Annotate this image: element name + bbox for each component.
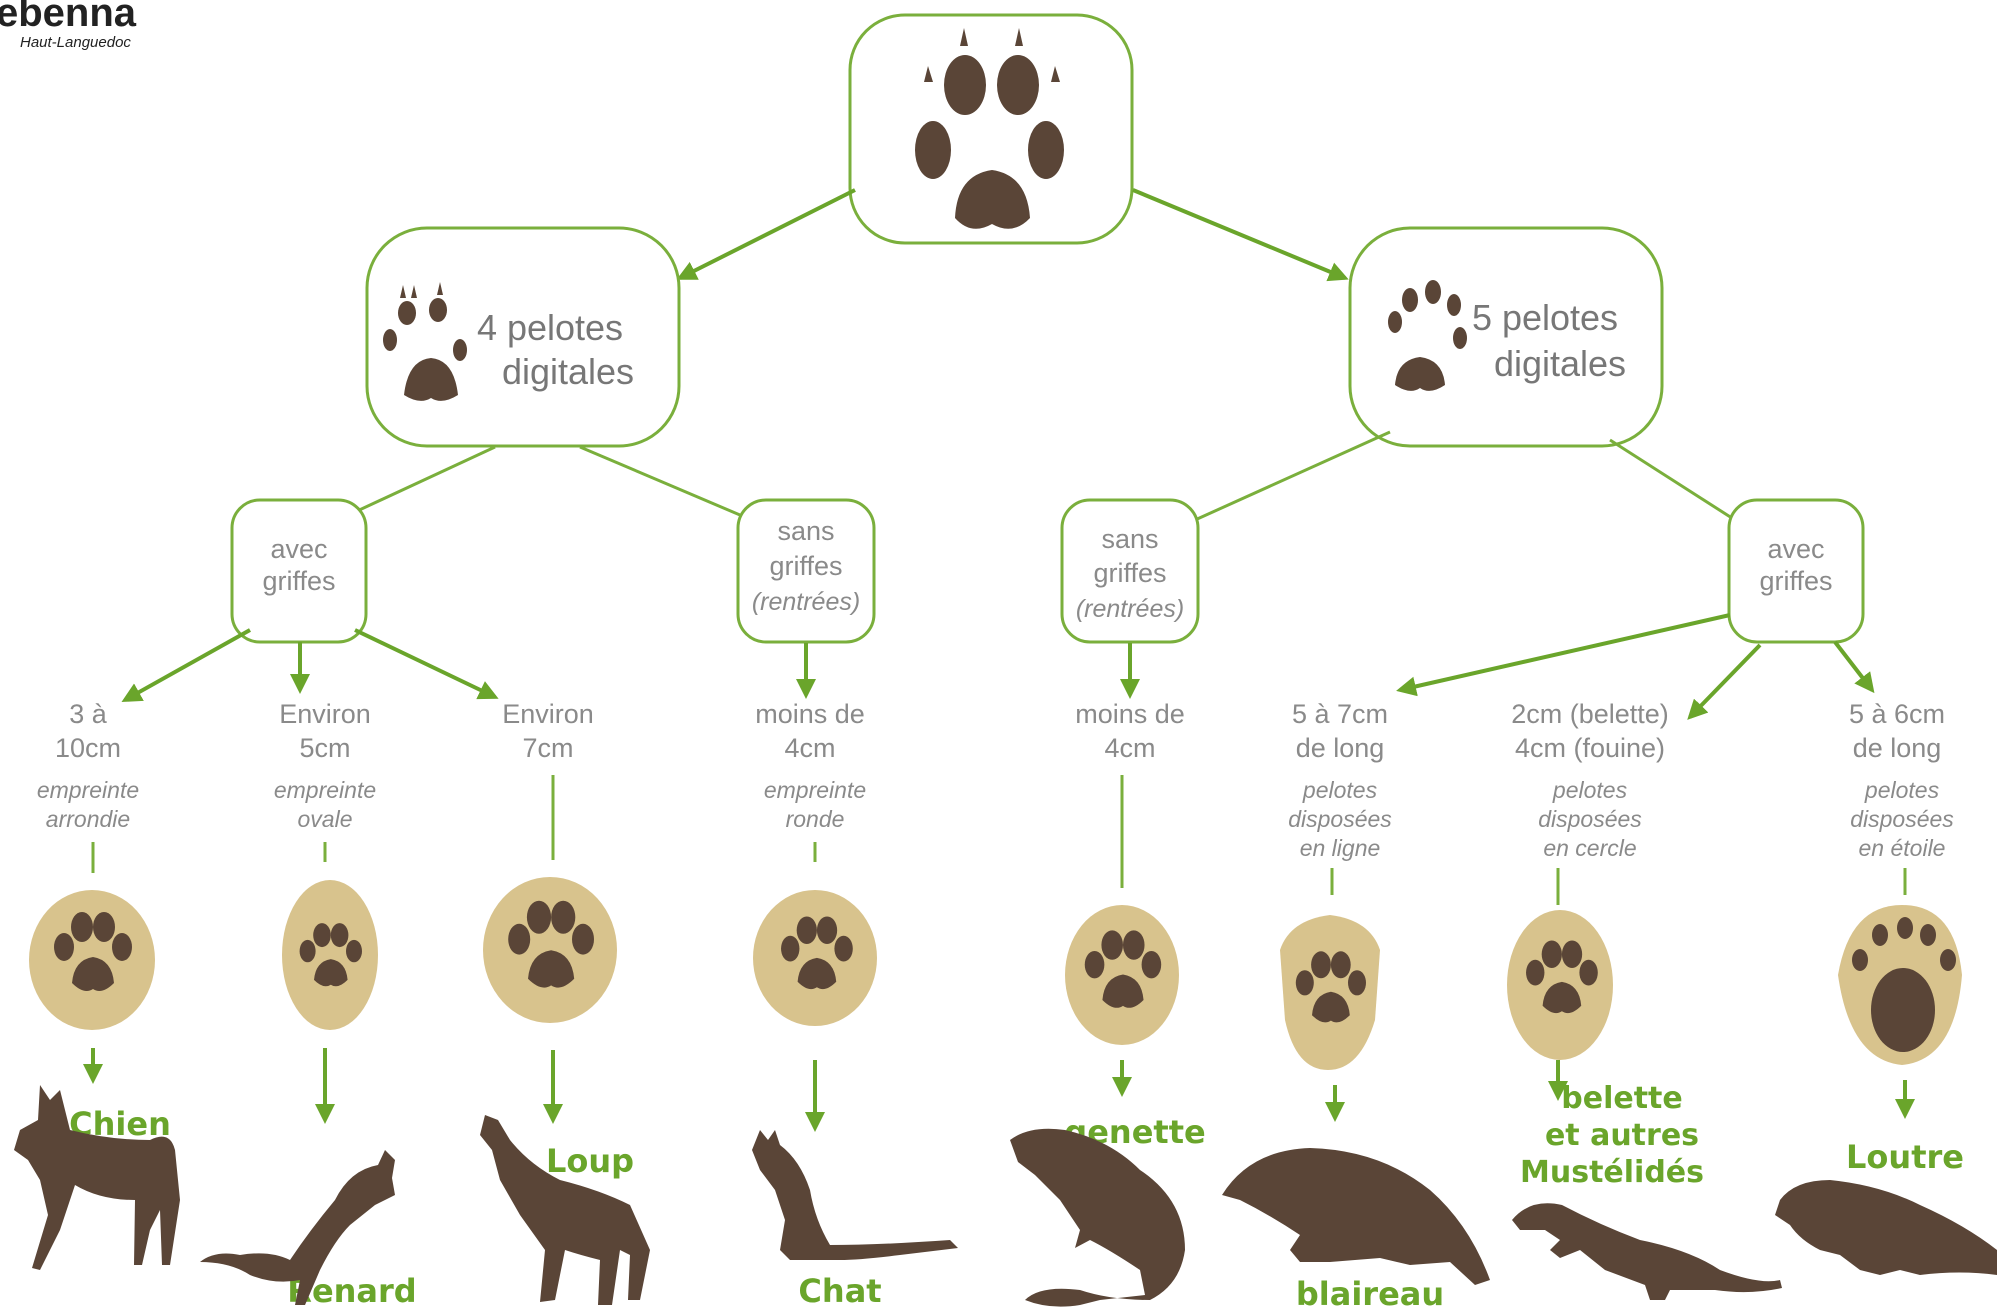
animal-name: et autres bbox=[1545, 1118, 1699, 1153]
paw-print-icon bbox=[282, 880, 378, 1030]
leaf-genette: moins de 4cm genette bbox=[1010, 699, 1206, 1307]
desc-label: empreinte bbox=[274, 777, 376, 803]
node-label: (rentrées) bbox=[1076, 595, 1184, 623]
node-label: avec bbox=[1767, 534, 1824, 564]
desc-label: disposées bbox=[1538, 806, 1642, 832]
desc-label: en étoile bbox=[1859, 835, 1946, 861]
connector bbox=[1609, 438, 1736, 522]
cat-silhouette bbox=[752, 1130, 958, 1260]
leaf-chat: moins de 4cm empreinte ronde Chat bbox=[752, 699, 958, 1310]
node-avec-griffes-left: avec griffes bbox=[230, 498, 368, 644]
size-label: 7cm bbox=[522, 733, 573, 763]
paw-print-icon bbox=[483, 877, 617, 1023]
desc-label: disposées bbox=[1850, 806, 1954, 832]
genet-silhouette bbox=[1010, 1128, 1185, 1307]
connector bbox=[579, 445, 741, 517]
paw-print-icon bbox=[915, 28, 1064, 229]
desc-label: pelotes bbox=[1302, 777, 1378, 803]
fox-silhouette bbox=[200, 1150, 395, 1305]
node-4-pelotes: 4 pelotes digitales bbox=[365, 226, 681, 448]
leaf-belette: 2cm (belette) 4cm (fouine) pelotes dispo… bbox=[1507, 699, 1782, 1300]
size-label: 3 à bbox=[69, 699, 108, 729]
animal-name: Loup bbox=[546, 1142, 634, 1180]
paw-print-icon bbox=[753, 890, 877, 1026]
node-label: avec bbox=[270, 534, 327, 564]
animal-name: Chat bbox=[798, 1272, 881, 1310]
animal-name: Mustélidés bbox=[1520, 1155, 1704, 1190]
leaf-loup: Environ 7cm Loup bbox=[480, 699, 650, 1305]
logo: ebenna Haut-Languedoc bbox=[0, 0, 137, 51]
node-label: sans bbox=[777, 516, 834, 546]
size-label: moins de bbox=[1075, 699, 1185, 729]
size-label: 5 à 6cm bbox=[1849, 699, 1945, 729]
node-label: digitales bbox=[1494, 343, 1626, 384]
dog-silhouette bbox=[14, 1085, 180, 1270]
arrow-to-5-pelotes bbox=[1132, 188, 1349, 282]
arrow bbox=[354, 628, 499, 700]
size-label: 4cm bbox=[1104, 733, 1155, 763]
node-label: (rentrées) bbox=[752, 588, 860, 616]
desc-label: ronde bbox=[786, 806, 845, 832]
node-label: griffes bbox=[1759, 566, 1832, 596]
connector bbox=[354, 445, 496, 514]
desc-label: en ligne bbox=[1300, 835, 1381, 861]
node-label: griffes bbox=[1093, 558, 1166, 588]
animal-name: Loutre bbox=[1846, 1138, 1964, 1176]
node-label: griffes bbox=[769, 551, 842, 581]
size-label: 5 à 7cm bbox=[1292, 699, 1388, 729]
desc-label: en cercle bbox=[1543, 835, 1636, 861]
desc-label: empreinte bbox=[37, 777, 139, 803]
animal-name: blaireau bbox=[1296, 1275, 1444, 1312]
node-label: 5 pelotes bbox=[1472, 297, 1618, 338]
node-sans-griffes-left: sans griffes (rentrées) bbox=[736, 498, 876, 644]
root-node bbox=[848, 13, 1134, 245]
desc-label: pelotes bbox=[1864, 777, 1940, 803]
size-label: 4cm bbox=[784, 733, 835, 763]
size-label: 5cm bbox=[299, 733, 350, 763]
desc-label: empreinte bbox=[764, 777, 866, 803]
connector bbox=[1194, 430, 1391, 522]
size-label: de long bbox=[1853, 733, 1942, 763]
leaf-chien: 3 à 10cm empreinte arrondie Chien bbox=[14, 699, 180, 1270]
size-label: Environ bbox=[279, 699, 371, 729]
wolf-silhouette bbox=[480, 1115, 650, 1305]
node-5-pelotes: 5 pelotes digitales bbox=[1348, 226, 1664, 448]
size-label: 2cm (belette) bbox=[1511, 699, 1669, 729]
node-sans-griffes-right: sans griffes (rentrées) bbox=[1060, 498, 1200, 644]
size-label: moins de bbox=[755, 699, 865, 729]
node-label: griffes bbox=[262, 566, 335, 596]
desc-label: pelotes bbox=[1552, 777, 1628, 803]
size-label: de long bbox=[1296, 733, 1385, 763]
arrow bbox=[1687, 643, 1762, 720]
node-label: digitales bbox=[502, 351, 634, 392]
arrow bbox=[1833, 640, 1875, 694]
paw-print-icon bbox=[1388, 280, 1467, 391]
logo-subtitle: Haut-Languedoc bbox=[20, 34, 131, 51]
weasel-silhouette bbox=[1512, 1203, 1782, 1300]
arrow-to-4-pelotes bbox=[676, 188, 856, 280]
arrow bbox=[1396, 613, 1731, 697]
logo-name: ebenna bbox=[0, 0, 137, 35]
paw-print-icon bbox=[383, 282, 467, 401]
size-label: Environ bbox=[502, 699, 594, 729]
arrow bbox=[121, 628, 251, 702]
size-label: 10cm bbox=[55, 733, 121, 763]
desc-label: ovale bbox=[298, 806, 353, 832]
node-label: 4 pelotes bbox=[477, 307, 623, 348]
size-label: 4cm (fouine) bbox=[1515, 733, 1665, 763]
animal-name: belette bbox=[1561, 1081, 1682, 1116]
node-label: sans bbox=[1101, 524, 1158, 554]
otter-silhouette bbox=[1775, 1180, 1997, 1275]
leaf-loutre: 5 à 6cm de long pelotes disposées en éto… bbox=[1775, 699, 1997, 1275]
desc-label: disposées bbox=[1288, 806, 1392, 832]
desc-label: arrondie bbox=[46, 806, 130, 832]
badger-silhouette bbox=[1222, 1148, 1490, 1285]
node-avec-griffes-right: avec griffes bbox=[1727, 498, 1865, 644]
leaf-blaireau: 5 à 7cm de long pelotes disposées en lig… bbox=[1222, 699, 1490, 1312]
leaf-renard: Environ 5cm empreinte ovale Renard bbox=[200, 699, 417, 1310]
